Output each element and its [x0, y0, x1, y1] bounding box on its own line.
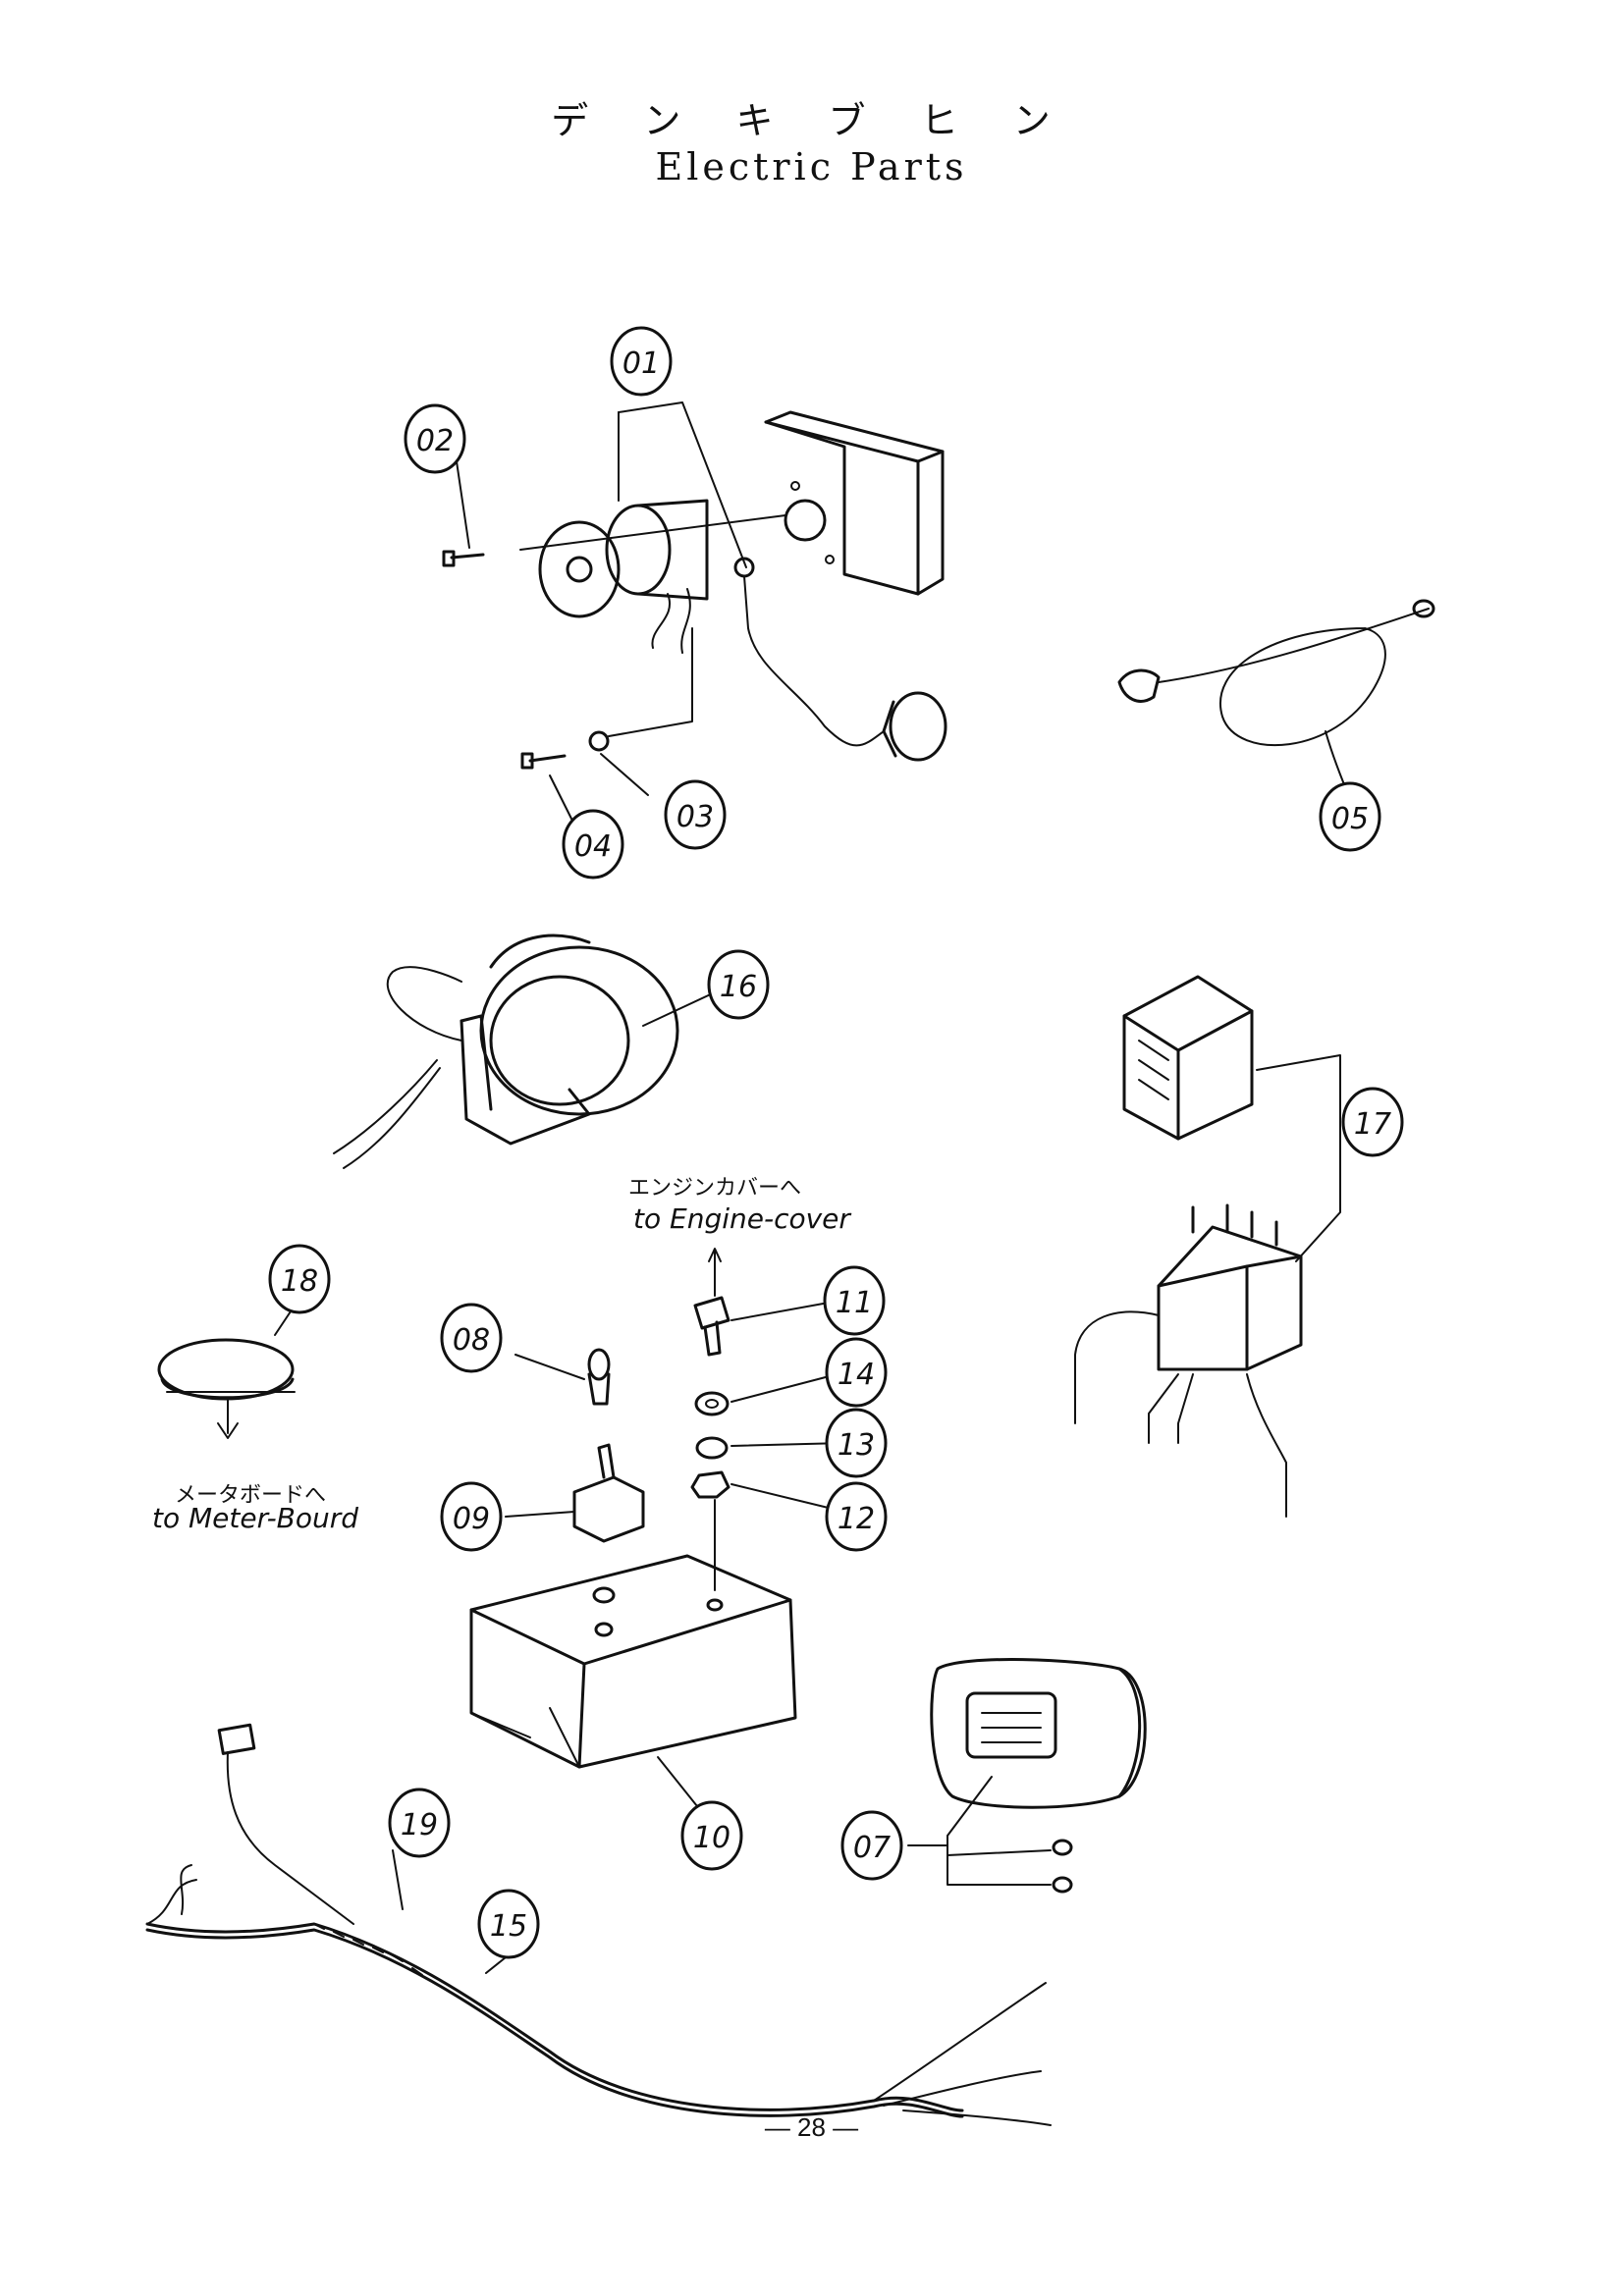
- svg-text:07: 07: [853, 1831, 891, 1865]
- svg-text:16: 16: [720, 970, 757, 1004]
- svg-text:14: 14: [838, 1358, 875, 1392]
- meter-board-note-en: to Meter-Bourd: [152, 1502, 359, 1534]
- svg-text:01: 01: [622, 347, 660, 381]
- part-07-tail-lamp: [907, 1658, 1147, 1894]
- svg-text:17: 17: [1354, 1107, 1391, 1142]
- part-18-meter: [157, 1305, 296, 1439]
- svg-text:05: 05: [1331, 802, 1369, 836]
- svg-text:18: 18: [281, 1264, 318, 1299]
- page-number: — 28 —: [764, 2112, 859, 2142]
- svg-text:09: 09: [453, 1502, 490, 1536]
- part-05-cable: [1117, 599, 1435, 801]
- part-12-nut: [690, 1470, 845, 1591]
- callout-19: 19: [388, 1788, 451, 1858]
- callout-07: 07: [840, 1810, 903, 1881]
- callout-18: 18: [268, 1244, 331, 1314]
- title-japanese: デ ン キ ブ ヒ ン: [551, 99, 1072, 142]
- callout-17: 17: [1341, 1087, 1404, 1157]
- callout-15: 15: [477, 1889, 540, 1959]
- svg-text:19: 19: [401, 1808, 438, 1842]
- svg-text:03: 03: [676, 800, 714, 834]
- callout-12: 12: [825, 1481, 888, 1552]
- svg-text:12: 12: [838, 1502, 875, 1536]
- svg-text:02: 02: [416, 424, 454, 458]
- engine-cover-note-jp: エンジンカバーへ: [628, 1176, 802, 1201]
- part-01-key-switch: [519, 401, 947, 762]
- callout-02: 02: [404, 403, 466, 474]
- callout-03: 03: [664, 779, 727, 850]
- callout-08: 08: [440, 1303, 503, 1373]
- part-09-toggle-switch: [505, 1443, 645, 1543]
- callout-01: 01: [610, 326, 673, 397]
- part-10-box: [469, 1554, 797, 1807]
- part-13-lock-washer: [695, 1436, 845, 1460]
- svg-text:10: 10: [693, 1821, 730, 1855]
- part-16-lamp: [333, 934, 718, 1169]
- part-15-19-wire-harness: [145, 1723, 1052, 2126]
- callout-11: 11: [823, 1265, 886, 1336]
- callout-09: 09: [440, 1481, 503, 1552]
- title-english: Electric Parts: [655, 145, 968, 188]
- svg-text:08: 08: [453, 1323, 490, 1358]
- part-08-knob: [514, 1348, 611, 1406]
- callout-13: 13: [825, 1408, 888, 1478]
- svg-text:04: 04: [574, 829, 612, 864]
- part-17-regulator: [1074, 975, 1341, 1518]
- callout-05: 05: [1319, 781, 1381, 852]
- meter-board-note-jp: メータボードへ: [175, 1483, 327, 1508]
- svg-text:13: 13: [838, 1428, 875, 1463]
- part-02-screw: [442, 460, 485, 567]
- callout-04: 04: [562, 809, 624, 880]
- svg-text:15: 15: [490, 1909, 527, 1944]
- callout-14: 14: [825, 1337, 888, 1408]
- part-11-bolt: [693, 1248, 840, 1357]
- svg-text:11: 11: [836, 1286, 873, 1320]
- part-03-04-washer-screw: [520, 627, 693, 826]
- callout-16: 16: [707, 949, 770, 1020]
- engine-cover-note-en: to Engine-cover: [633, 1202, 850, 1235]
- part-14-washer: [694, 1371, 845, 1416]
- callout-10: 10: [680, 1800, 743, 1871]
